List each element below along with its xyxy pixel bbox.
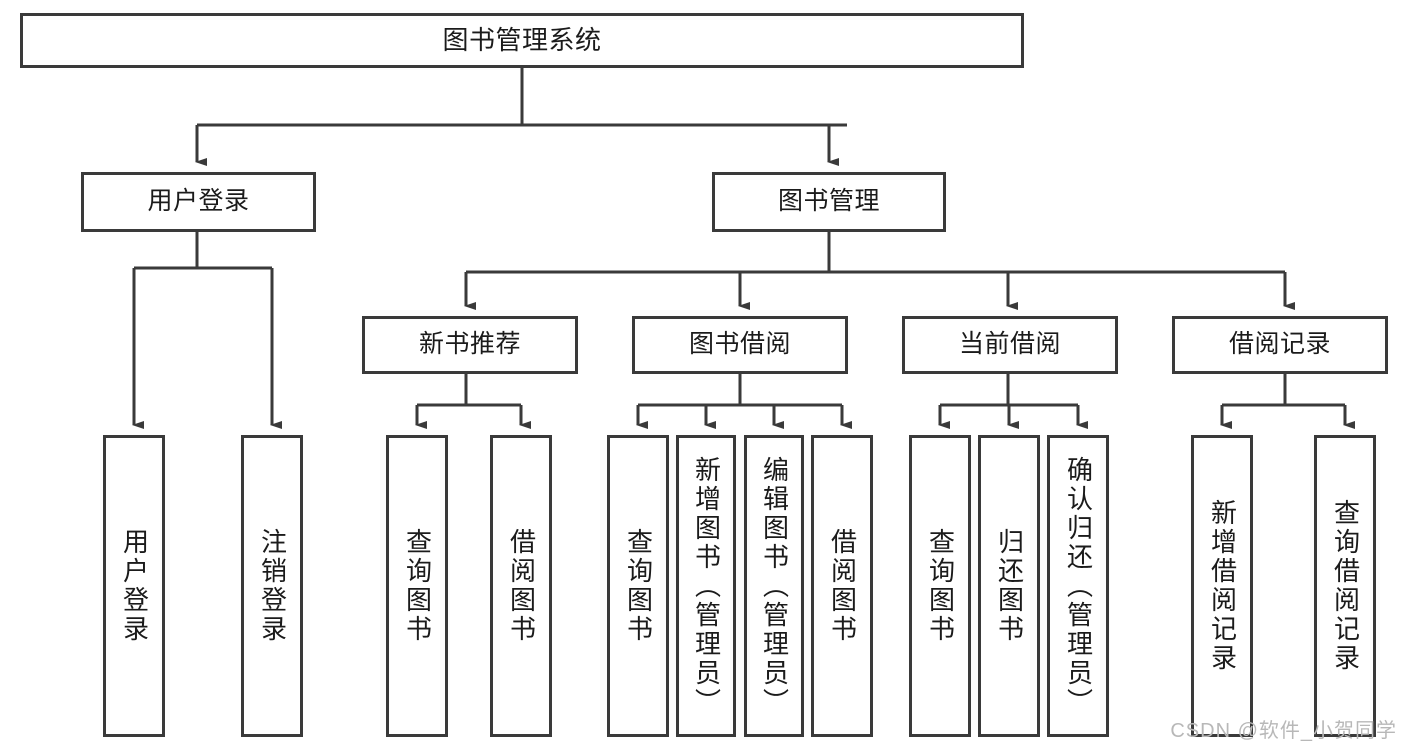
- node-label: 借阅图书: [506, 528, 537, 644]
- node-label: 新增图书（管理员）: [691, 455, 722, 717]
- node-label: 当前借阅: [958, 330, 1061, 359]
- node-current-borrow[interactable]: 当前借阅: [902, 316, 1118, 374]
- node-label: 查询借阅记录: [1330, 499, 1361, 673]
- node-leaf-query-book-newbook[interactable]: 查询图书: [386, 435, 448, 737]
- node-root-book-management-system[interactable]: 图书管理系统: [20, 13, 1024, 68]
- node-leaf-edit-book-admin[interactable]: 编辑图书（管理员）: [744, 435, 804, 737]
- node-label: 确认归还（管理员）: [1063, 455, 1094, 717]
- node-label: 用户登录: [147, 187, 250, 216]
- node-label: 新增借阅记录: [1207, 499, 1238, 673]
- node-leaf-query-borrow-record[interactable]: 查询借阅记录: [1314, 435, 1376, 737]
- node-leaf-query-book-current[interactable]: 查询图书: [909, 435, 971, 737]
- node-borrow-record[interactable]: 借阅记录: [1172, 316, 1388, 374]
- node-book-management[interactable]: 图书管理: [712, 172, 946, 232]
- node-label: 归还图书: [994, 528, 1025, 644]
- node-label: 借阅记录: [1228, 330, 1331, 359]
- node-leaf-logout[interactable]: 注销登录: [241, 435, 303, 737]
- node-label: 借阅图书: [827, 528, 858, 644]
- node-label: 查询图书: [623, 528, 654, 644]
- node-label: 编辑图书（管理员）: [759, 455, 790, 717]
- node-label: 注销登录: [257, 528, 288, 644]
- node-leaf-add-borrow-record[interactable]: 新增借阅记录: [1191, 435, 1253, 737]
- node-leaf-borrow-book[interactable]: 借阅图书: [811, 435, 873, 737]
- node-label: 查询图书: [925, 528, 956, 644]
- node-label: 新书推荐: [418, 330, 521, 359]
- csdn-watermark: CSDN @软件_小贺同学: [1170, 720, 1397, 742]
- node-label: 查询图书: [402, 528, 433, 644]
- node-label: 图书管理系统: [442, 25, 602, 56]
- node-leaf-confirm-return-admin[interactable]: 确认归还（管理员）: [1047, 435, 1109, 737]
- node-leaf-user-login[interactable]: 用户登录: [103, 435, 165, 737]
- node-book-borrow[interactable]: 图书借阅: [632, 316, 848, 374]
- node-leaf-query-book-borrow[interactable]: 查询图书: [607, 435, 669, 737]
- node-user-login[interactable]: 用户登录: [81, 172, 316, 232]
- node-leaf-borrow-book-newbook[interactable]: 借阅图书: [490, 435, 552, 737]
- node-new-book-recommend[interactable]: 新书推荐: [362, 316, 578, 374]
- node-label: 用户登录: [119, 528, 150, 644]
- node-leaf-return-book[interactable]: 归还图书: [978, 435, 1040, 737]
- node-leaf-add-book-admin[interactable]: 新增图书（管理员）: [676, 435, 736, 737]
- node-label: 图书借阅: [688, 330, 791, 359]
- node-label: 图书管理: [777, 187, 880, 216]
